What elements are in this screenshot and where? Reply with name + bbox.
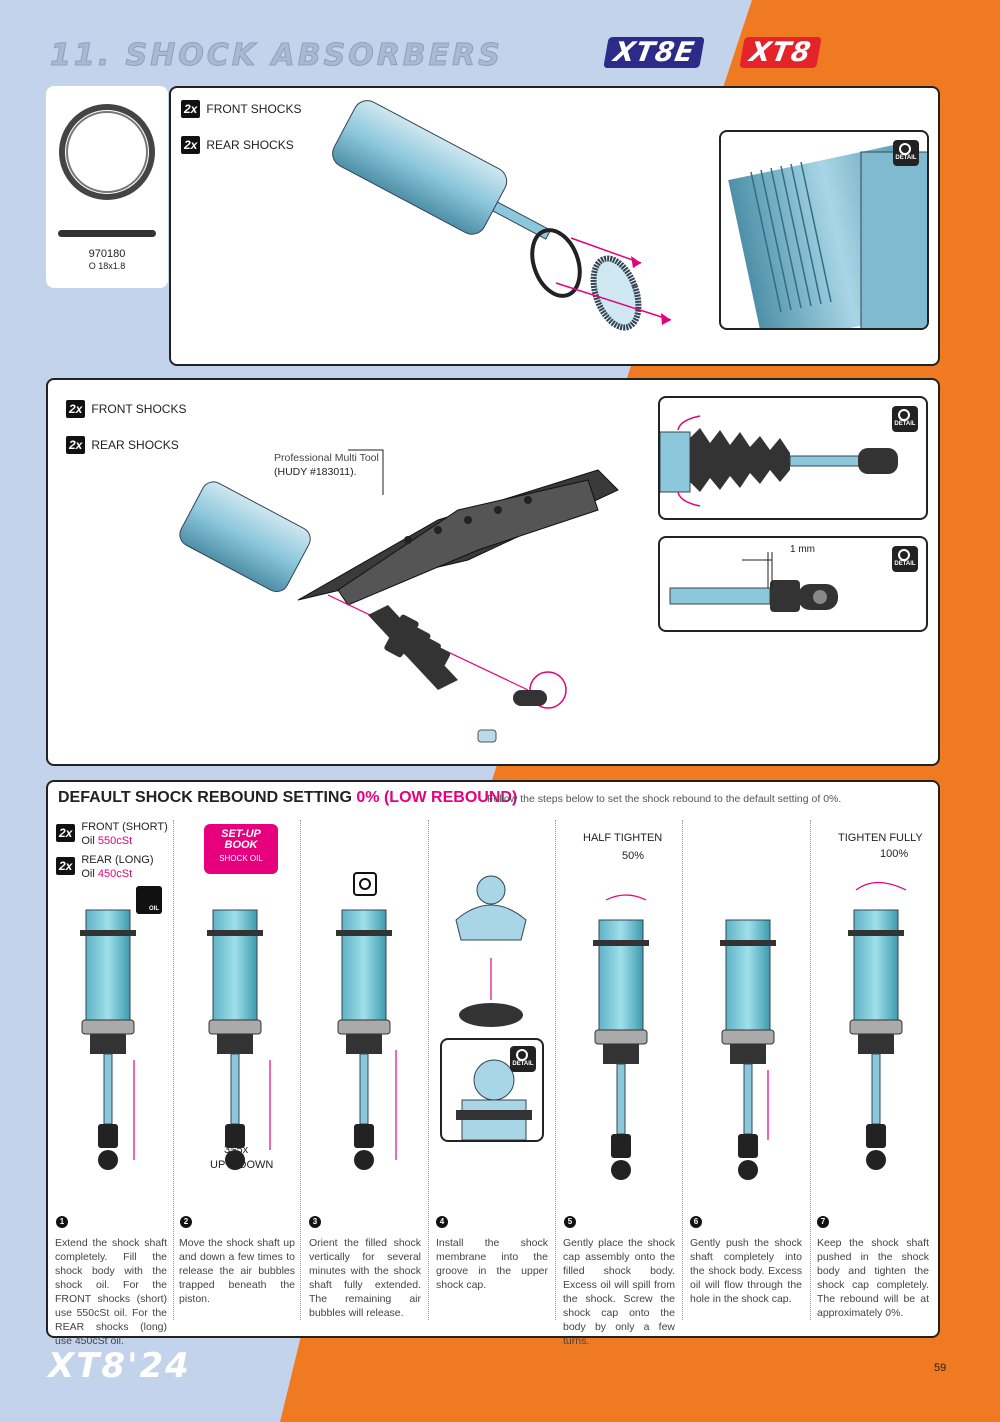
tool-label-line2: (HUDY #183011). bbox=[274, 466, 357, 478]
step-number-5: 5 bbox=[564, 1216, 576, 1228]
part-number: 970180 bbox=[88, 248, 126, 260]
qty-badge: 2x bbox=[56, 857, 76, 875]
column-divider bbox=[428, 820, 429, 1320]
column-divider bbox=[555, 820, 556, 1320]
oring-illustration bbox=[58, 104, 156, 237]
brand-xt8e-logo: XT8E bbox=[603, 37, 706, 68]
rebound-title: DEFAULT SHOCK REBOUND SETTING 0% (LOW RE… bbox=[58, 789, 517, 807]
rebound-title-main: DEFAULT SHOCK REBOUND SETTING bbox=[58, 789, 352, 806]
rear-label: REAR (LONG) bbox=[81, 854, 154, 866]
step-text-6: Gently push the shock shaft completely i… bbox=[690, 1237, 802, 1305]
step-number-6: 6 bbox=[690, 1216, 702, 1228]
step-text-2: Move the shock shaft up and down a few t… bbox=[179, 1237, 295, 1305]
bellows-detail-illustration bbox=[660, 415, 898, 507]
rear-oil-text: REAR (LONG) Oil 450cSt bbox=[81, 853, 153, 881]
rebound-instructions: Follow the steps below to set the shock … bbox=[487, 793, 842, 805]
tool-label-line1: Professional Multi Tool bbox=[274, 452, 379, 464]
updown-count: 3~5x bbox=[224, 1144, 249, 1156]
step-number-7: 7 bbox=[817, 1216, 829, 1228]
page-number: 59 bbox=[934, 1362, 947, 1374]
brand-xt8-logo: XT8 bbox=[739, 37, 822, 68]
front-oil-spec: 2x FRONT (SHORT) Oil 550cSt bbox=[56, 820, 168, 848]
rear-shocks-label: REAR SHOCKS bbox=[91, 438, 179, 452]
step-text-7: Keep the shock shaft pushed in the shock… bbox=[817, 1237, 929, 1319]
step-panel-a: 2x FRONT SHOCKS 2x REAR SHOCKS bbox=[169, 86, 940, 366]
step-panel-b: 2x FRONT SHOCKS 2x REAR SHOCKS Professio… bbox=[46, 378, 940, 766]
timer-icon-face bbox=[359, 878, 371, 890]
detail-magnifier-icon: DETAIL bbox=[510, 1046, 536, 1072]
front-shocks-qty-line: 2x FRONT SHOCKS bbox=[181, 100, 301, 118]
half-tighten-label: HALF TIGHTEN bbox=[583, 832, 663, 844]
rear-shocks-qty-line: 2x REAR SHOCKS bbox=[66, 436, 179, 454]
front-oil-line: Oil 550cSt bbox=[81, 834, 167, 848]
detail-magnifier-icon: DETAIL bbox=[892, 546, 918, 572]
rear-oil-line: Oil 450cSt bbox=[81, 867, 153, 881]
step-text-5: Gently place the shock cap assembly onto… bbox=[563, 1237, 675, 1347]
timer-icon bbox=[353, 872, 377, 896]
membrane-detail-illustration bbox=[456, 1059, 532, 1140]
front-label: FRONT (SHORT) bbox=[81, 821, 168, 833]
detail-box-rod-end: 1 mm DETAIL bbox=[658, 536, 928, 632]
detail-box-membrane: DETAIL bbox=[440, 1038, 544, 1142]
rear-shocks-qty-line: 2x REAR SHOCKS bbox=[181, 136, 294, 154]
multi-tool-assembly-illustration bbox=[179, 449, 619, 743]
column-divider bbox=[682, 820, 683, 1320]
page-title: 11. SHOCK ABSORBERS bbox=[50, 38, 503, 74]
setup-book-line3: SHOCK OIL bbox=[219, 854, 263, 863]
step-text-1: Extend the shock shaft completely. Fill … bbox=[55, 1237, 167, 1347]
measurement-label: 1 mm bbox=[790, 544, 815, 555]
qty-badge: 2x bbox=[66, 436, 86, 454]
rear-shocks-label: REAR SHOCKS bbox=[206, 138, 294, 152]
updown-label: UP & DOWN bbox=[210, 1159, 274, 1171]
step-number-4: 4 bbox=[436, 1216, 448, 1228]
rebound-title-highlight: 0% (LOW REBOUND) bbox=[356, 789, 518, 806]
part-oring-box: 970180 O 18x1.8 bbox=[46, 86, 168, 288]
setup-book-line2: BOOK bbox=[224, 839, 258, 851]
footer-model-logo: XT8'24 bbox=[48, 1346, 191, 1386]
step-text-4: Install the shock membrane into the groo… bbox=[436, 1237, 548, 1291]
front-oil-prefix: Oil bbox=[81, 835, 95, 847]
step-number-2: 2 bbox=[180, 1216, 192, 1228]
oil-icon-label: OIL bbox=[149, 906, 159, 912]
shock-cap-detail-illustration bbox=[728, 140, 927, 328]
step-number-1: 1 bbox=[56, 1216, 68, 1228]
rod-end-detail-illustration bbox=[669, 552, 838, 612]
rebound-shocks-illustration bbox=[79, 875, 907, 1181]
qty-badge: 2x bbox=[181, 136, 201, 154]
step-text-3: Orient the filled shock vertically for s… bbox=[309, 1237, 421, 1319]
front-shocks-qty-line: 2x FRONT SHOCKS bbox=[66, 400, 186, 418]
qty-badge: 2x bbox=[56, 824, 76, 842]
column-divider bbox=[810, 820, 811, 1320]
shock-body-oring-illustration bbox=[332, 100, 672, 331]
front-shocks-label: FRONT SHOCKS bbox=[206, 102, 302, 116]
detail-magnifier-icon: DETAIL bbox=[892, 406, 918, 432]
front-oil-value: 550cSt bbox=[97, 835, 133, 847]
half-tighten-percent: 50% bbox=[622, 850, 645, 862]
step-number-3: 3 bbox=[309, 1216, 321, 1228]
column-divider bbox=[300, 820, 301, 1320]
rear-oil-spec: 2x REAR (LONG) Oil 450cSt bbox=[56, 853, 153, 881]
detail-magnifier-icon: DETAIL bbox=[893, 140, 919, 166]
tighten-fully-percent: 100% bbox=[880, 848, 909, 860]
detail-box-shock-cap: DETAIL bbox=[719, 130, 929, 330]
detail-box-bellows: DETAIL bbox=[658, 396, 928, 520]
front-oil-text: FRONT (SHORT) Oil 550cSt bbox=[81, 820, 167, 848]
rear-oil-value: 450cSt bbox=[97, 868, 133, 880]
oil-bottle-icon: OIL bbox=[136, 886, 162, 914]
setup-book-badge: SET-UP BOOK SHOCK OIL bbox=[204, 824, 278, 874]
rear-oil-prefix: Oil bbox=[81, 868, 95, 880]
qty-badge: 2x bbox=[181, 100, 201, 118]
part-description: O 18x1.8 bbox=[88, 261, 126, 271]
column-divider bbox=[173, 820, 174, 1320]
front-shocks-label: FRONT SHOCKS bbox=[91, 402, 187, 416]
qty-badge: 2x bbox=[66, 400, 86, 418]
setup-book-line1: SET-UP bbox=[221, 828, 261, 840]
tighten-fully-label: TIGHTEN FULLY bbox=[838, 832, 923, 844]
